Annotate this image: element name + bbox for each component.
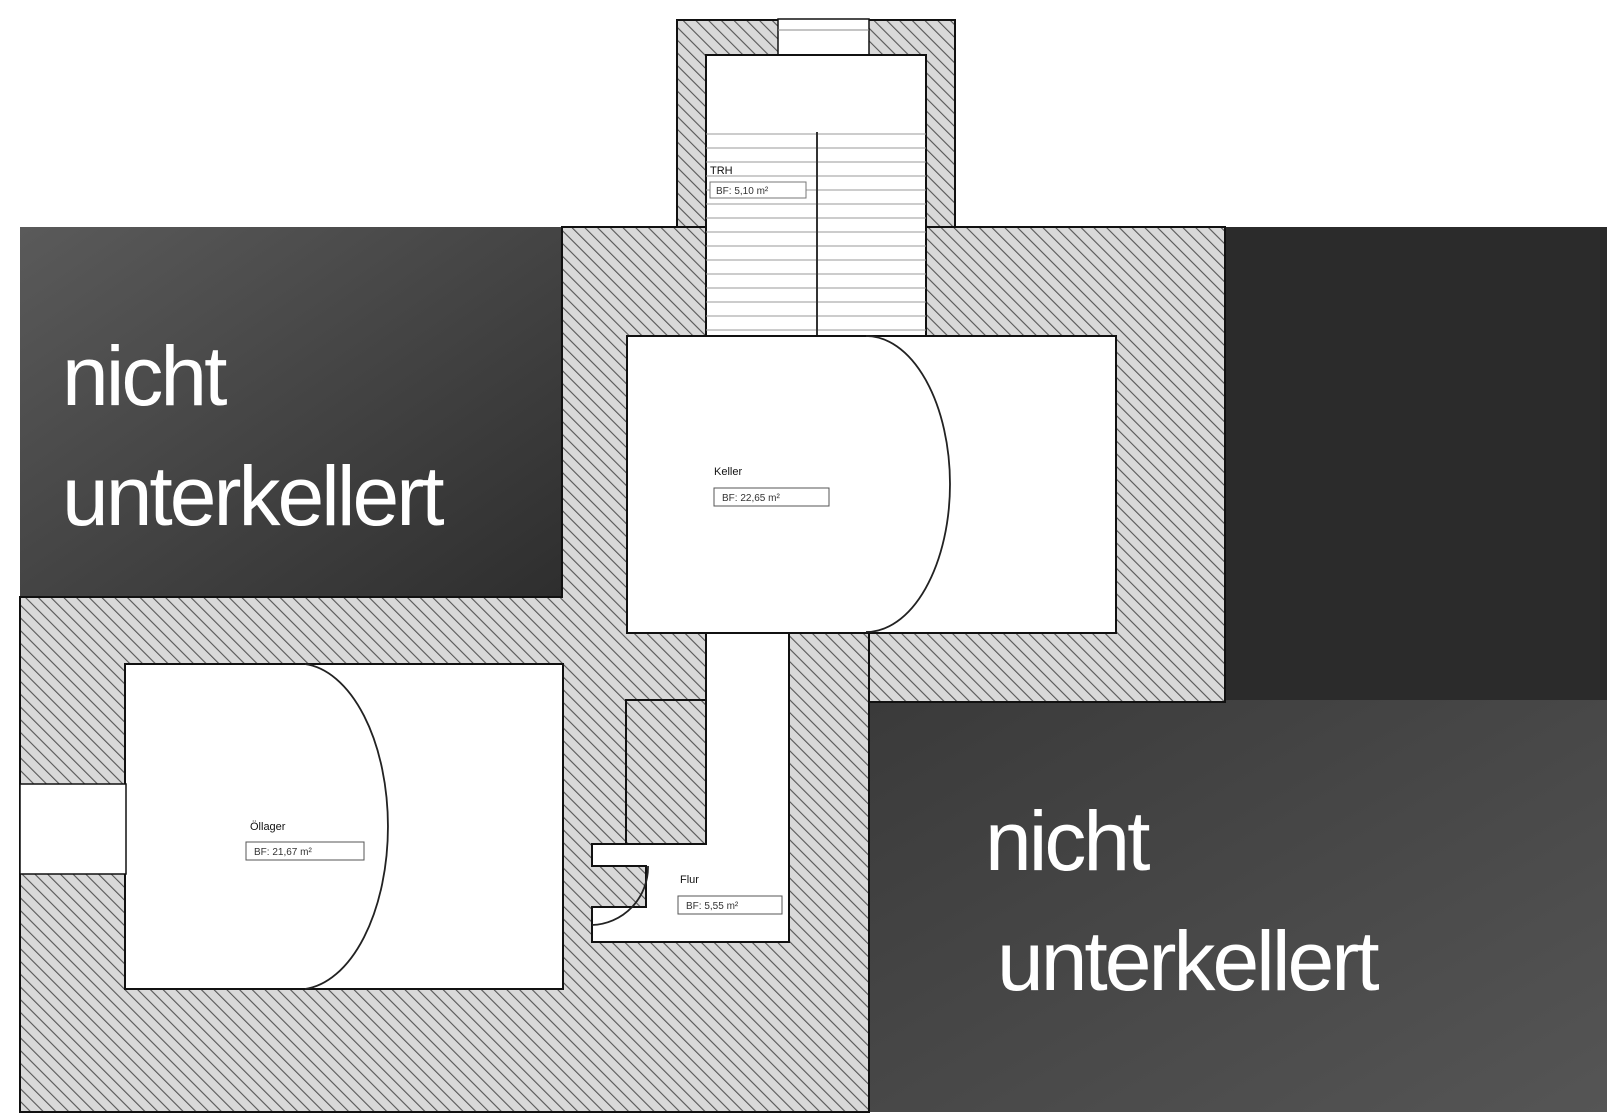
room-name-keller: Keller [714,466,742,478]
door-swing-arc [304,663,389,990]
door-swing-arc [865,335,951,633]
stairwell-entrance-opening [777,18,870,58]
room-name-stairwell: TRH [710,165,733,177]
door-swing-arc [591,865,649,926]
unexcavated-label-line1: nicht [62,329,227,423]
unexcavated-area-right: nicht unterkellert [869,227,1607,1112]
unexcavated-label-line2: unterkellert [997,914,1379,1008]
room-stairwell: TRH BF: 5,10 m² [705,54,927,338]
room-area-keller: BF: 22,65 m² [722,493,780,504]
room-oellager: Öllager BF: 21,67 m² [124,663,564,990]
wall-pier [625,699,707,845]
unexcavated-label-line2: unterkellert [62,449,444,543]
left-wall-opening [19,783,127,875]
room-area-flur: BF: 5,55 m² [686,901,739,912]
room-name-oellager: Öllager [250,821,286,833]
room-keller: Keller BF: 22,65 m² [626,335,1117,634]
room-area-stairwell: BF: 5,10 m² [716,186,769,197]
unexcavated-area-top-left: nicht unterkellert [20,227,562,597]
room-area-oellager: BF: 21,67 m² [254,847,312,858]
room-name-flur: Flur [680,874,699,886]
unexcavated-label-line1: nicht [985,794,1150,888]
